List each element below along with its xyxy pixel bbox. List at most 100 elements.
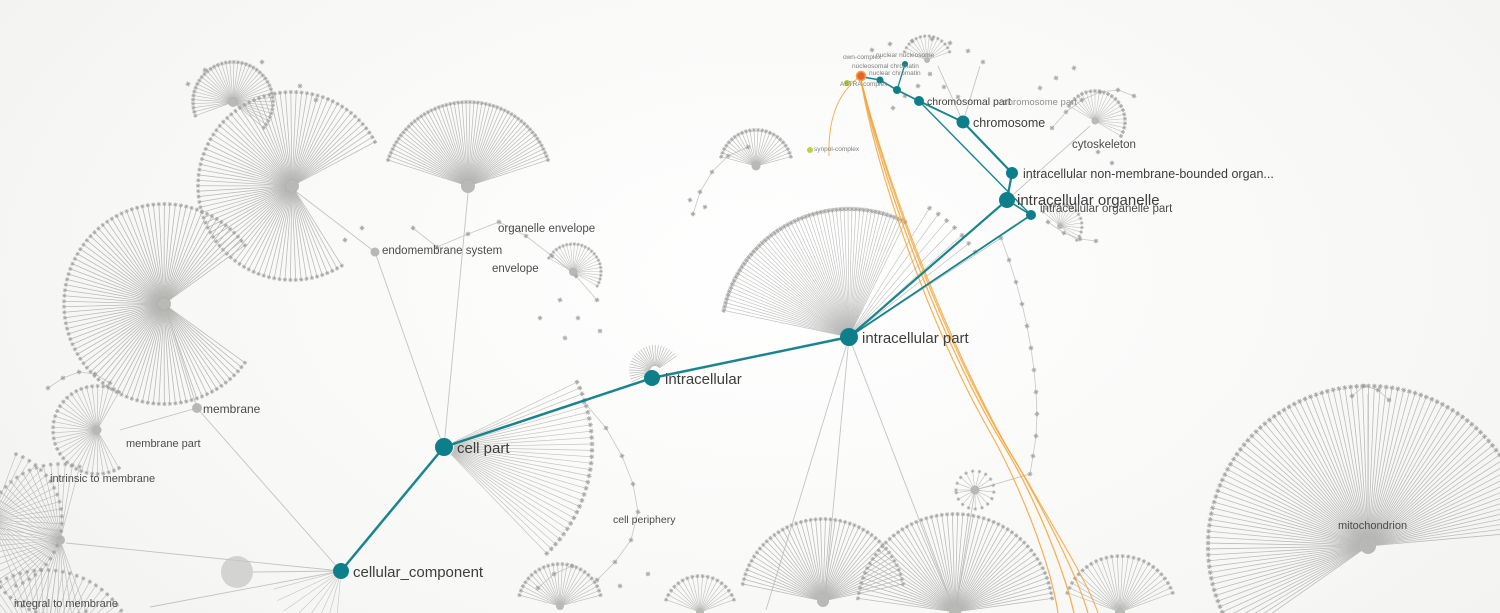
asterisk-node-icon — [260, 272, 267, 279]
asterisk-node-icon — [903, 523, 911, 530]
asterisk-node-icon — [451, 100, 457, 106]
cluster-node[interactable] — [285, 179, 299, 193]
asterisk-node-icon — [1117, 132, 1125, 140]
graph-node-nuclear-nucleosome-node[interactable] — [902, 61, 908, 67]
node-label-chromosomal_part: chromosomal part — [927, 96, 1011, 108]
asterisk-node-icon — [67, 265, 74, 272]
asterisk-node-icon — [1218, 476, 1226, 484]
asterisk-node-icon — [1114, 553, 1120, 559]
cluster-node[interactable] — [556, 602, 564, 610]
graph-node-intracellular_organelle_part[interactable] — [1026, 210, 1036, 220]
asterisk-node-icon — [595, 587, 603, 594]
asterisk-node-icon — [227, 59, 233, 65]
asterisk-node-icon — [56, 498, 63, 505]
asterisk-node-icon — [203, 391, 211, 398]
star-chain-edge — [47, 371, 111, 389]
asterisk-node-icon — [1117, 102, 1125, 110]
cluster-node[interactable] — [1091, 117, 1099, 125]
highlight-edge-teal — [848, 199, 1008, 338]
gray-fan — [273, 572, 341, 613]
cluster-node[interactable] — [92, 425, 102, 435]
graph-node-intracellular_part[interactable] — [840, 328, 858, 346]
asterisk-node-icon — [598, 269, 604, 274]
asterisk-node-icon — [50, 418, 57, 425]
graph-node-astra-complex-node[interactable] — [844, 80, 850, 86]
graph-node-cellular_component[interactable] — [333, 563, 349, 579]
graph-node-intracellular[interactable] — [644, 370, 660, 386]
graph-node-chromosome[interactable] — [956, 115, 970, 129]
graph-node-nucleosome-node[interactable] — [855, 70, 867, 82]
asterisk-node-icon — [1039, 565, 1046, 572]
asterisk-node-icon — [1353, 383, 1360, 390]
asterisk-node-icon — [277, 90, 283, 96]
cluster-node[interactable] — [817, 595, 829, 607]
cluster-node[interactable] — [970, 485, 980, 495]
asterisk-node-icon — [582, 484, 590, 492]
cluster-node[interactable] — [1360, 538, 1376, 554]
asterisk-node-icon — [1205, 546, 1211, 552]
asterisk-node-icon — [1032, 388, 1040, 396]
asterisk-node-icon — [50, 430, 56, 436]
asterisk-node-icon — [1041, 569, 1049, 577]
asterisk-node-icon — [200, 150, 207, 157]
cluster-node[interactable] — [55, 535, 65, 545]
cluster-node[interactable] — [192, 403, 202, 413]
graph-node-nuclear-chromatin-node[interactable] — [876, 76, 884, 84]
asterisk-node-icon — [935, 35, 941, 42]
asterisk-node-icon — [54, 407, 61, 415]
graph-node-intracellular_nmb_organelle[interactable] — [1006, 167, 1018, 179]
cluster-node[interactable] — [1057, 223, 1063, 229]
asterisk-node-icon — [1029, 452, 1037, 460]
cluster-node[interactable] — [924, 57, 930, 63]
cluster-node[interactable] — [569, 268, 577, 276]
asterisk-node-icon — [980, 515, 987, 522]
graph-node-synpol-complex-node[interactable] — [807, 147, 813, 153]
cluster-node[interactable] — [696, 608, 704, 613]
asterisk-node-icon — [508, 110, 515, 118]
graph-node-cell_part[interactable] — [435, 438, 453, 456]
asterisk-node-icon — [514, 115, 522, 122]
asterisk-node-icon — [784, 145, 791, 153]
graph-node-chromatin-node[interactable] — [893, 86, 901, 94]
gray-fan — [1065, 88, 1128, 140]
asterisk-node-icon — [115, 464, 123, 472]
asterisk-node-icon — [522, 578, 529, 586]
gray-fan — [718, 127, 794, 166]
cluster-node[interactable] — [370, 247, 380, 257]
asterisk-node-icon — [172, 400, 179, 407]
cluster-node[interactable] — [157, 297, 171, 311]
graph-node-intracellular_organelle[interactable] — [999, 192, 1015, 208]
asterisk-node-icon — [62, 315, 68, 321]
cluster-node-disc[interactable] — [221, 556, 253, 588]
asterisk-node-icon — [701, 203, 709, 211]
asterisk-node-icon — [1208, 575, 1215, 582]
asterisk-node-icon — [1043, 574, 1050, 581]
asterisk-node-icon — [366, 129, 373, 136]
asterisk-node-icon — [822, 516, 828, 522]
asterisk-node-icon — [1443, 403, 1452, 411]
asterisk-node-icon — [1169, 589, 1176, 596]
asterisk-node-icon — [1221, 470, 1229, 479]
asterisk-node-icon — [86, 578, 94, 585]
node-label-intracellular_organelle: intracellular organelle — [1017, 192, 1160, 209]
asterisk-node-icon — [50, 435, 57, 442]
cluster-node[interactable] — [751, 161, 761, 171]
asterisk-node-icon — [1026, 470, 1034, 478]
cluster-node[interactable] — [949, 606, 961, 613]
asterisk-node-icon — [319, 94, 326, 101]
asterisk-node-icon — [178, 202, 184, 209]
asterisk-node-icon — [212, 238, 220, 245]
asterisk-node-icon — [1052, 74, 1060, 82]
cluster-node[interactable] — [461, 179, 475, 193]
asterisk-node-icon — [1229, 455, 1238, 463]
asterisk-node-icon — [210, 131, 217, 138]
asterisk-node-icon — [161, 401, 167, 407]
asterisk-node-icon — [675, 579, 682, 587]
graph-node-chromosomal_part[interactable] — [914, 96, 924, 106]
asterisk-node-icon — [718, 153, 725, 160]
cluster-node[interactable] — [228, 97, 238, 107]
term-label-tiny: nucleosomal chromatin — [852, 63, 919, 70]
asterisk-node-icon — [517, 587, 525, 594]
cluster-node[interactable] — [1115, 607, 1125, 613]
